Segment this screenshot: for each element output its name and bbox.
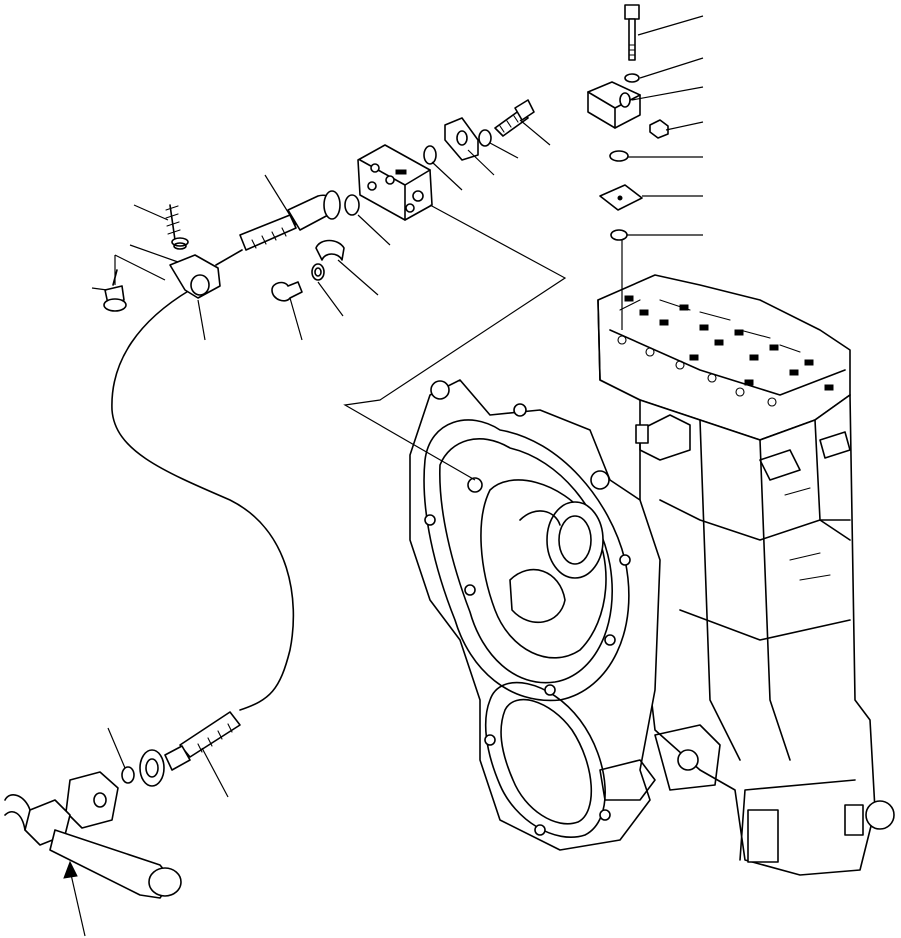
top-right-parts	[587, 4, 669, 330]
leader-lines	[63, 15, 704, 937]
hose-assembly	[4, 190, 360, 899]
upper-parts	[343, 99, 567, 481]
transmission-case	[409, 274, 895, 876]
